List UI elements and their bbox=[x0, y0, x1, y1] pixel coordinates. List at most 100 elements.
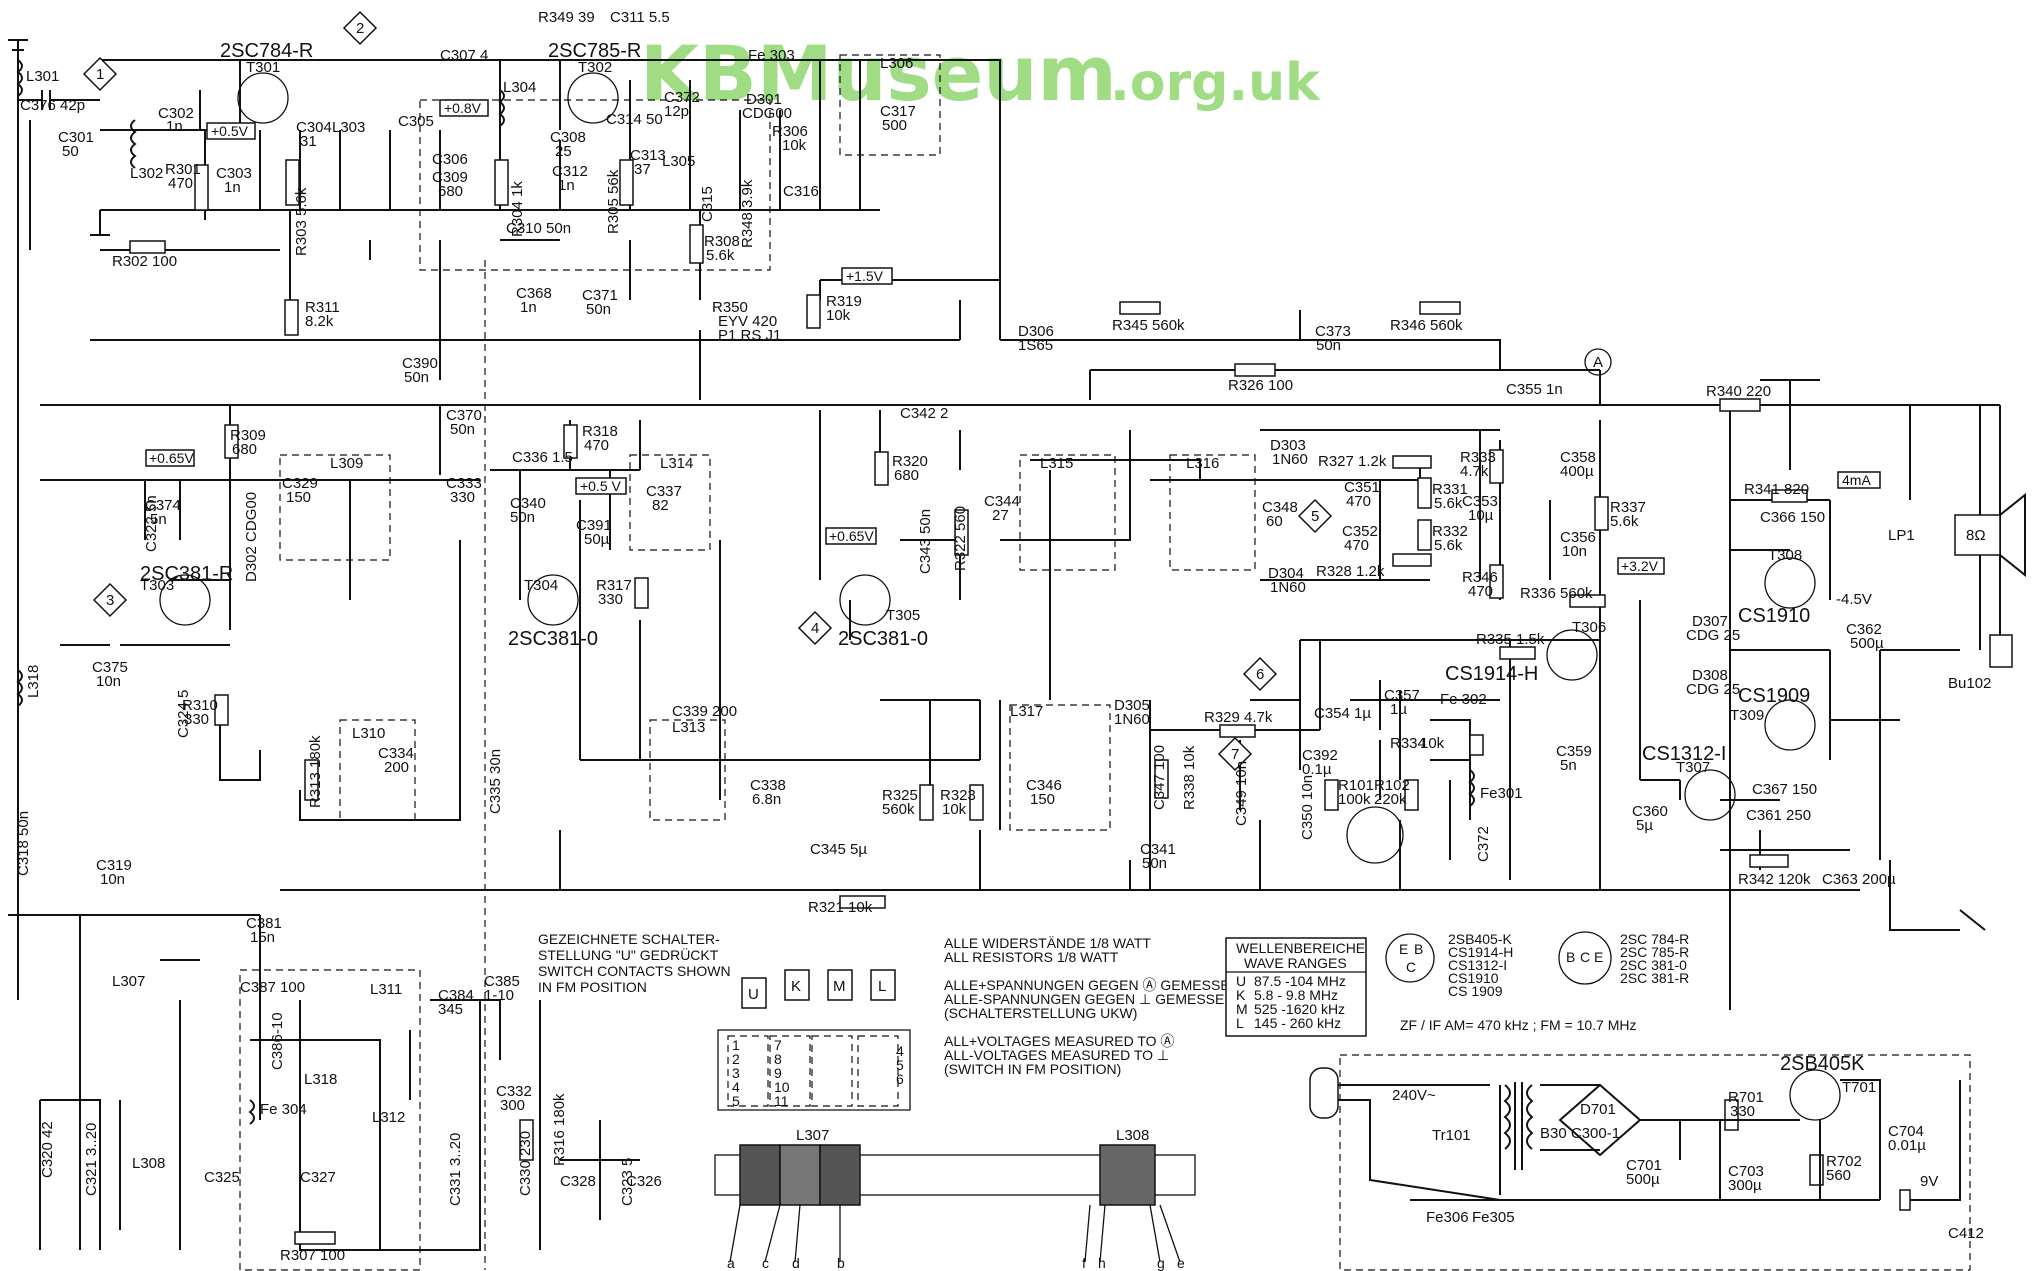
label-c348: C348 bbox=[1262, 499, 1298, 516]
label-c366: C366 150 bbox=[1760, 509, 1825, 526]
node-a-label: A bbox=[1593, 354, 1603, 371]
marker-1 bbox=[82, 56, 118, 92]
type-t306: CS1914-H bbox=[1445, 663, 1538, 685]
resistor-r303 bbox=[285, 159, 300, 206]
label-r348: R348 3.9k bbox=[739, 179, 756, 248]
resistor-r102 bbox=[1404, 779, 1419, 811]
sw-pin-a2: 2 bbox=[732, 1051, 740, 1067]
resistor-r346 bbox=[1419, 301, 1461, 315]
label-r331v: 5.6k bbox=[1434, 495, 1463, 512]
label-d302: D302 CDG00 bbox=[243, 492, 260, 582]
psu-r702v: 560 bbox=[1826, 1167, 1851, 1184]
wave-range-k: 5.8 - 9.8 MHz bbox=[1254, 987, 1338, 1003]
label-c330: C330 230 bbox=[517, 1131, 534, 1196]
transformer-primary bbox=[1503, 1084, 1511, 1150]
marker-1-label: 1 bbox=[96, 66, 104, 83]
label-l307: L307 bbox=[112, 973, 145, 990]
label-c308: C308 bbox=[550, 129, 586, 146]
pinout-g2-3: 2SC 381-R bbox=[1620, 970, 1689, 986]
label-c339: C339 200 bbox=[672, 703, 737, 720]
label-c326: C326 bbox=[626, 1173, 662, 1190]
label-c333: C333 bbox=[446, 475, 482, 492]
sw-pin-b2: 8 bbox=[774, 1051, 782, 1067]
label-r350w: P1 RS J1 bbox=[718, 327, 781, 344]
tap-b: b bbox=[837, 1255, 845, 1271]
resistor-r332 bbox=[1417, 519, 1432, 551]
pinout-g2-2: 2SC 381-0 bbox=[1620, 957, 1687, 973]
components bbox=[16, 59, 1824, 1245]
sw-pin-a1: 1 bbox=[732, 1037, 740, 1053]
potentiometer-r334 bbox=[1469, 734, 1484, 756]
label-c352v: 470 bbox=[1344, 537, 1369, 554]
label-r319: R319 bbox=[826, 293, 862, 310]
label-c308v: 25 bbox=[555, 143, 572, 160]
wave-title-de: WELLENBEREICHE bbox=[1236, 940, 1365, 956]
label-r345: R345 560k bbox=[1112, 317, 1185, 334]
label-c363: C363 200µ bbox=[1822, 871, 1896, 888]
switch-notes: GEZEICHNETE SCHALTER- STELLUNG "U" GEDRÜ… bbox=[538, 931, 731, 995]
resistor-r322 bbox=[954, 509, 969, 556]
resistor-r308 bbox=[689, 224, 704, 264]
label-c384: C384 bbox=[438, 987, 474, 1004]
node-a-marker bbox=[1584, 348, 1612, 376]
marker-4 bbox=[797, 610, 833, 646]
note-6: ALL+VOLTAGES MEASURED TO Ⓐ bbox=[944, 1033, 1174, 1049]
wave-band-u: U bbox=[1236, 973, 1246, 989]
label-d306: D306 bbox=[1018, 323, 1054, 340]
shield-outlines bbox=[239, 54, 1971, 1271]
note-2: ALL RESISTORS 1/8 WATT bbox=[944, 949, 1119, 965]
pinout-g1-2: CS1312-I bbox=[1448, 957, 1507, 973]
label-l303: L303 bbox=[332, 119, 365, 136]
label-l305: L305 bbox=[662, 153, 695, 170]
label-c356: C356 bbox=[1560, 529, 1596, 546]
psu-c704: C704 bbox=[1888, 1123, 1924, 1140]
marker-3-label: 3 bbox=[106, 592, 114, 609]
current-4ma: 4mA bbox=[1842, 472, 1871, 488]
label-r317: R317 bbox=[596, 577, 632, 594]
power-supply: 240V~ Tr101 D701 B30 C300-1 C701 500µ R7… bbox=[1309, 1067, 1984, 1242]
resistor-r304 bbox=[494, 159, 509, 206]
sw-pin-b4: 10 bbox=[774, 1079, 790, 1095]
label-c309: C309 bbox=[432, 169, 468, 186]
transistor-t304 bbox=[527, 574, 579, 626]
label-c350: C350 10n bbox=[1299, 775, 1316, 840]
label-c303v: 1n bbox=[224, 179, 241, 196]
label-r337v: 5.6k bbox=[1610, 513, 1639, 530]
pinout-g1-0: 2SB405-K bbox=[1448, 931, 1512, 947]
pinout-legend: E B C 2SB405-K CS1914-H CS1312-I CS1910 … bbox=[1385, 931, 1689, 999]
sw-pin-b3: 9 bbox=[774, 1065, 782, 1081]
label-r317v: 330 bbox=[598, 591, 623, 608]
label-r303: R303 5.6k bbox=[293, 187, 310, 256]
label-c346v: 150 bbox=[1030, 791, 1055, 808]
label-l314: L314 bbox=[660, 455, 693, 472]
transistor-t306 bbox=[1546, 629, 1598, 681]
label-l313: L313 bbox=[672, 719, 705, 736]
resistor-r345 bbox=[1119, 301, 1161, 315]
label-c357: C357 bbox=[1384, 687, 1420, 704]
test-point-markers: 1 2 3 4 5 6 7 bbox=[82, 10, 1333, 772]
label-r335: R335 1.5k bbox=[1476, 631, 1545, 648]
label-c334: C334 bbox=[378, 745, 414, 762]
resistor-r309 bbox=[224, 424, 239, 459]
label-r346b: R346 bbox=[1462, 569, 1498, 586]
label-c372av: 12p bbox=[664, 103, 689, 120]
type-t309: CS1909 bbox=[1738, 685, 1810, 707]
label-c333v: 330 bbox=[450, 489, 475, 506]
label-r309v: 680 bbox=[232, 441, 257, 458]
coil-l301 bbox=[16, 59, 23, 97]
resistor-r337 bbox=[1594, 496, 1609, 531]
psu-r702: R702 bbox=[1826, 1153, 1862, 1170]
resistor-r327 bbox=[1392, 455, 1432, 469]
note-8: (SWITCH IN FM POSITION) bbox=[944, 1061, 1121, 1077]
tap-e: e bbox=[1177, 1255, 1185, 1271]
label-r336: R336 560k bbox=[1520, 585, 1593, 602]
label-c343: C343 50n bbox=[917, 509, 934, 574]
label-d307: D307 bbox=[1692, 613, 1728, 630]
transistor-t301 bbox=[237, 72, 289, 124]
label-r327: R327 1.2k bbox=[1318, 453, 1387, 470]
psu-mains: 240V~ bbox=[1392, 1087, 1436, 1104]
wave-range-u: 87.5 -104 MHz bbox=[1254, 973, 1346, 989]
label-c346: C346 bbox=[1026, 777, 1062, 794]
label-r332: R332 bbox=[1432, 523, 1468, 540]
wave-range-l: 145 - 260 kHz bbox=[1254, 1015, 1341, 1031]
